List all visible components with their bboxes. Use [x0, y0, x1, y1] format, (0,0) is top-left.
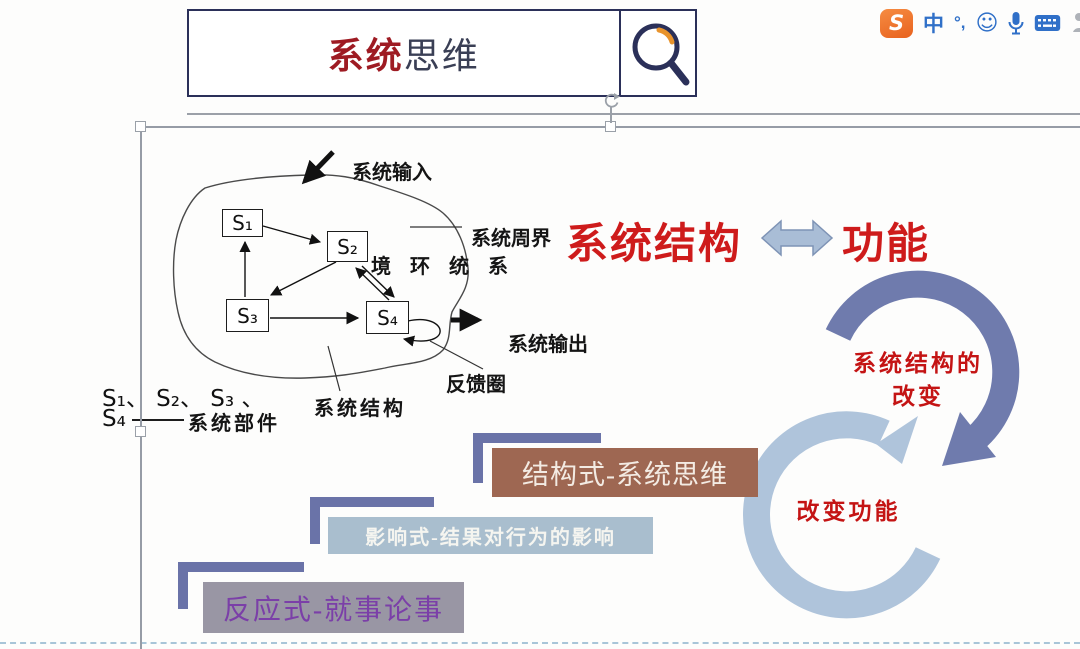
bracket-reactive-h [178, 562, 304, 572]
label-system-structure: 系统结构 [314, 398, 406, 420]
label-components-line1: S₁、 S₂、 S₃ 、 [102, 386, 265, 412]
keyboard-icon[interactable] [1034, 13, 1061, 33]
punctuation-icon[interactable]: °, [954, 13, 966, 32]
title-rest-text: 思维 [403, 36, 480, 76]
bracket-influence-h [310, 497, 434, 507]
cycle-top-text-line1: 系统结构的 [853, 351, 983, 376]
label-system-input: 系统输入 [352, 162, 432, 184]
label-system-output: 系统输出 [508, 334, 588, 356]
selection-border-left [140, 126, 142, 649]
selection-handle-top-left[interactable] [135, 121, 146, 132]
label-system-boundary: 系统周界 [471, 228, 551, 250]
toolbox-icon[interactable] [1071, 12, 1080, 34]
banner-reactive: 反应式-就事论事 [203, 582, 464, 633]
banner-structural: 结构式-系统思维 [492, 448, 758, 497]
label-system-environment: 境 环 统 系 [371, 256, 515, 278]
banner-influence: 影响式-结果对行为的影响 [328, 517, 653, 554]
bracket-structural-v [473, 433, 483, 483]
horizontal-guide-line [187, 113, 1080, 115]
selection-handle-middle-left[interactable] [135, 426, 146, 437]
cycle-top-text-line2: 改变 [892, 384, 944, 409]
cycle-bottom-text: 改变功能 [796, 499, 901, 524]
node-s4: S₄ [366, 301, 409, 334]
microphone-icon[interactable] [1008, 11, 1024, 35]
bracket-reactive-v [178, 562, 188, 609]
label-components-s4: S₄ [102, 406, 126, 432]
node-s3-label: S₃ [237, 303, 258, 328]
page-title: 系统 思维 [189, 11, 619, 95]
bracket-structural-h [473, 433, 601, 443]
relation-left-text: 系统结构 [566, 220, 743, 267]
double-arrow-shape [760, 219, 834, 257]
rotation-handle-icon[interactable] [601, 92, 621, 110]
slide-title-box: 系统 思维 [187, 9, 697, 97]
components-pointer-line [132, 419, 184, 421]
node-s3: S₃ [226, 299, 269, 332]
node-s2: S₂ [327, 231, 368, 262]
node-s1-label: S₁ [232, 211, 253, 235]
cycle-arc-dark-arrowhead [942, 412, 996, 466]
magnifier-icon [621, 11, 695, 95]
node-s4-label: S₄ [377, 305, 398, 330]
node-s2-label: S₂ [337, 234, 358, 259]
chinese-mode-icon[interactable]: 中 [923, 13, 944, 36]
system-input-arrow [301, 150, 335, 185]
slide-bottom-boundary [0, 642, 1080, 644]
sogou-logo-icon[interactable]: S [880, 8, 913, 38]
title-accent-text: 系统 [327, 36, 404, 76]
ime-toolbar: S 中 °, ☺ [880, 6, 1080, 40]
label-system-components: 系统部件 [188, 413, 280, 435]
title-divider [618, 11, 621, 95]
cycle-arc-light-arrowhead [876, 416, 918, 464]
relation-right-text: 功能 [842, 220, 931, 267]
label-feedback-loop: 反馈圈 [446, 374, 506, 396]
feedback-loop-arc [402, 318, 441, 347]
node-s1: S₁ [222, 209, 263, 237]
emoji-icon[interactable]: ☺ [975, 10, 999, 36]
rotation-handle-stem [610, 107, 612, 123]
bracket-influence-v [310, 497, 320, 544]
